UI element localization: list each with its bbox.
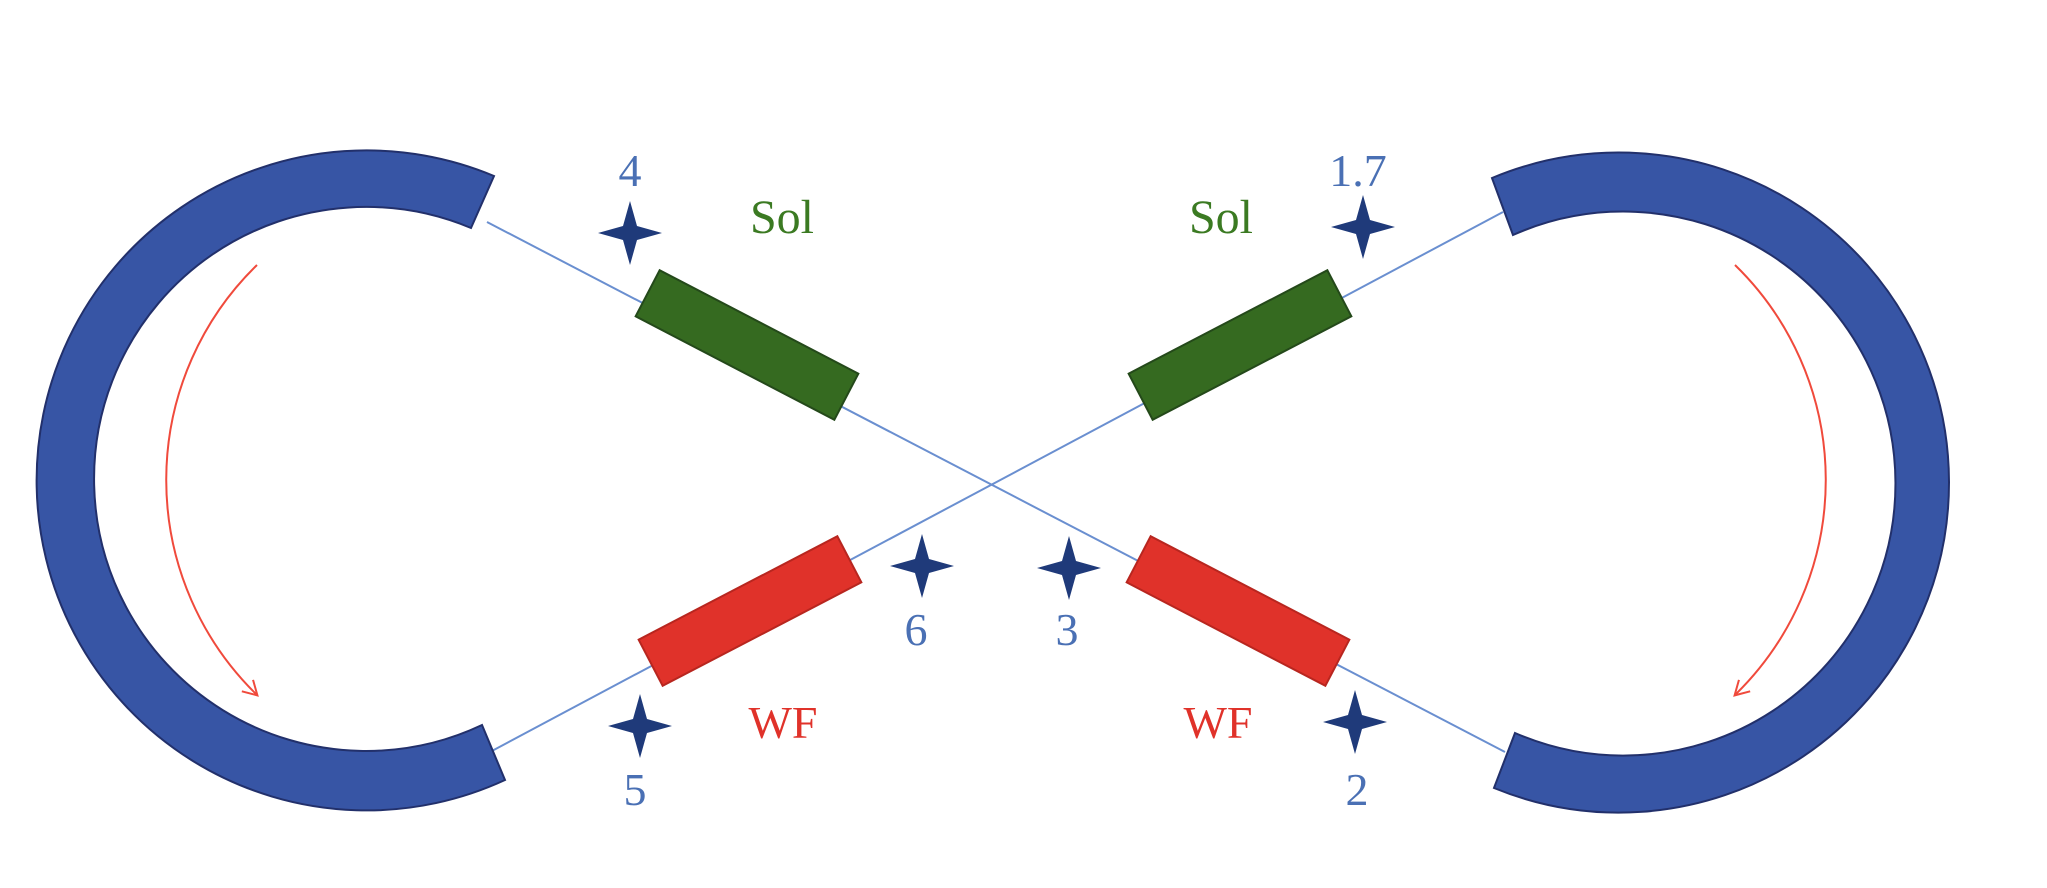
point-label-2: 2 — [1346, 764, 1369, 815]
left-arc — [35, 149, 507, 812]
point-label-5: 5 — [624, 764, 647, 815]
star-icon-3 — [1037, 536, 1101, 600]
wien-filter-left — [637, 534, 863, 688]
solenoid-right — [1127, 268, 1353, 422]
star-icon-2 — [1323, 690, 1387, 754]
wien-filter-right — [1125, 534, 1351, 688]
point-label-4: 4 — [619, 145, 642, 196]
sol-label-right: Sol — [1189, 191, 1253, 244]
point-label-1-7: 1.7 — [1329, 145, 1387, 196]
left-circulation-arrow — [165, 264, 259, 697]
solenoid-left — [634, 268, 860, 422]
star-icon-4 — [598, 201, 662, 265]
sol-label-left: Sol — [750, 191, 814, 244]
right-arc — [1490, 151, 1950, 814]
right-circulation-arrow — [1733, 264, 1827, 697]
star-icon-1-7 — [1331, 195, 1395, 259]
point-label-3: 3 — [1056, 604, 1079, 655]
wf-label-left: WF — [749, 697, 818, 748]
point-label-6: 6 — [905, 604, 928, 655]
wf-label-right: WF — [1184, 697, 1253, 748]
star-icon-5 — [608, 694, 672, 758]
star-icon-6 — [890, 534, 954, 598]
